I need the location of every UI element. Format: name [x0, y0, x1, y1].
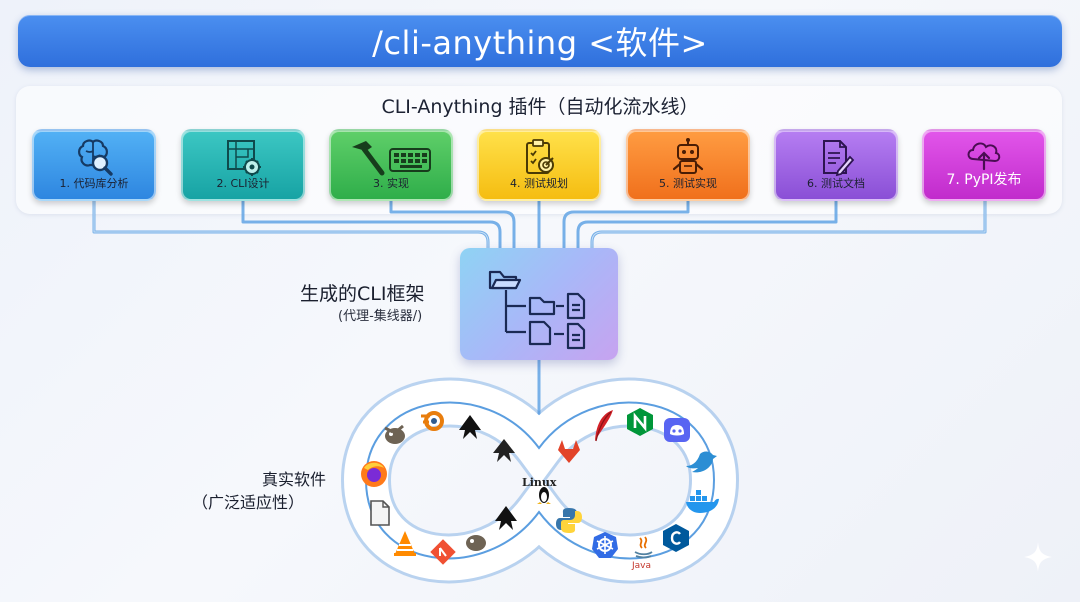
real-software-subtitle: （广泛适应性）	[192, 493, 305, 512]
git-icon	[430, 539, 456, 565]
firefox-icon	[361, 461, 387, 487]
libreoffice-icon	[370, 500, 390, 526]
step-test-planning: 4. 测试规划	[477, 129, 601, 201]
clipboard-target-icon	[479, 137, 599, 179]
cloud-upload-icon	[924, 137, 1044, 179]
page-title: /cli-anything <软件>	[372, 24, 708, 62]
docker-icon	[686, 490, 719, 513]
generated-cli-title: 生成的CLI框架	[300, 283, 425, 305]
sparkle-icon	[1024, 542, 1052, 572]
nginx-icon	[627, 408, 653, 436]
step-pypi-release: 7. PyPI发布	[922, 129, 1046, 201]
linux-label: Linux	[522, 476, 557, 489]
plugin-title: CLI-Anything 插件（自动化流水线）	[381, 96, 699, 118]
document-pen-icon	[776, 137, 896, 179]
step-cli-design: 2. CLI设计	[181, 129, 305, 201]
python-icon	[556, 508, 582, 533]
kubernetes-icon	[592, 532, 618, 558]
step-label: 2. CLI设计	[216, 177, 270, 190]
title-bar: /cli-anything <软件>	[18, 15, 1062, 67]
inkscape-icon	[493, 439, 515, 462]
step-label: 7. PyPI发布	[946, 172, 1022, 188]
java-label: Java	[632, 561, 652, 571]
step-label: 6. 测试文档	[807, 177, 865, 190]
cplusplus-icon	[663, 524, 689, 552]
step-test-documentation: 6. 测试文档	[774, 129, 898, 201]
real-software-title: 真实软件	[262, 470, 327, 489]
gitlab-icon	[558, 440, 580, 463]
inkscape-icon	[459, 415, 481, 439]
step-label: 1. 代码库分析	[59, 177, 129, 190]
inkscape-icon	[495, 506, 517, 530]
generated-cli-subtitle: (代理-集线器/)	[338, 309, 423, 324]
feather-icon	[595, 410, 613, 442]
java-icon	[634, 536, 653, 559]
discord-icon	[664, 418, 690, 442]
linux-icon	[537, 487, 551, 504]
step-implementation: 3. 实现	[329, 129, 453, 201]
step-label: 5. 测试实现	[659, 177, 717, 190]
robot-icon	[628, 137, 748, 179]
generated-cli-card	[460, 248, 618, 360]
gimp-icon	[466, 535, 486, 551]
bird-icon	[686, 451, 717, 473]
gimp-icon	[384, 424, 405, 444]
folder-tree-icon	[488, 270, 586, 350]
blueprint-gear-icon	[183, 137, 303, 179]
step-label: 3. 实现	[373, 177, 409, 190]
vlc-icon	[394, 531, 416, 556]
brain-search-icon	[34, 137, 154, 179]
hammer-keyboard-icon	[331, 137, 451, 179]
step-codebase-analysis: 1. 代码库分析	[32, 129, 156, 201]
step-label: 4. 测试规划	[510, 177, 568, 190]
blender-icon	[421, 411, 444, 431]
step-test-implementation: 5. 测试实现	[626, 129, 750, 201]
